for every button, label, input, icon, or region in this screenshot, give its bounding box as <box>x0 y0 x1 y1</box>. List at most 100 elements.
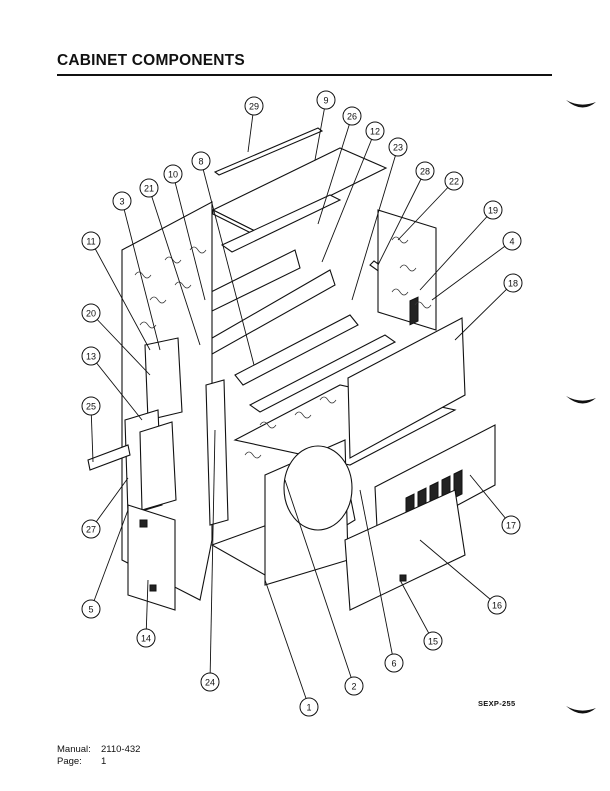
callout-29: 29 <box>244 96 264 116</box>
callout-15: 15 <box>423 631 443 651</box>
part-shelf <box>234 314 359 386</box>
insulation-marks <box>134 236 432 459</box>
binder-mark-middle <box>566 396 596 404</box>
callout-1: 1 <box>299 697 319 717</box>
callout-label-13: 13 <box>86 352 96 362</box>
binder-mark-bottom <box>566 706 596 714</box>
leader-11 <box>90 240 151 351</box>
leader-9 <box>314 99 327 161</box>
page-value: 1 <box>101 756 107 767</box>
callout-bubbles: 2992612810213232822194181120132527514241… <box>81 90 523 717</box>
part-front-lower-panel <box>344 489 466 611</box>
callout-21: 21 <box>139 178 159 198</box>
leader-24 <box>209 429 216 683</box>
title-rule <box>57 74 552 76</box>
binder-mark-top <box>566 100 596 108</box>
callout-label-28: 28 <box>420 167 430 177</box>
leader-16 <box>419 539 498 606</box>
leader-18 <box>454 282 514 341</box>
part-upper-bracket <box>220 194 342 253</box>
leader-20 <box>90 312 151 376</box>
callout-19: 19 <box>483 200 503 220</box>
leader-26 <box>317 115 353 225</box>
part-corner-post <box>205 379 229 526</box>
leader-27 <box>90 477 129 530</box>
grille-openings <box>409 296 419 326</box>
callout-9: 9 <box>316 90 336 110</box>
callout-27: 27 <box>81 519 101 539</box>
callout-12: 12 <box>365 121 385 141</box>
callout-25: 25 <box>81 396 101 416</box>
callout-4: 4 <box>502 231 522 251</box>
leader-4 <box>431 240 513 301</box>
callout-label-15: 15 <box>428 637 438 647</box>
part-lower-shelf <box>248 334 397 413</box>
page-title: CABINET COMPONENTS <box>57 52 245 69</box>
callout-label-6: 6 <box>391 659 396 669</box>
figure-code: SEXP-255 <box>478 699 516 708</box>
part-blower-ring <box>283 445 353 531</box>
callout-label-22: 22 <box>449 177 459 187</box>
callout-label-3: 3 <box>119 197 124 207</box>
callout-8: 8 <box>191 151 211 171</box>
leader-21 <box>148 187 201 346</box>
part-lower-door <box>127 504 176 611</box>
callout-label-23: 23 <box>393 143 403 153</box>
callout-18: 18 <box>503 273 523 293</box>
leader-12 <box>321 130 376 263</box>
leader-19 <box>419 209 494 291</box>
callout-16: 16 <box>487 595 507 615</box>
callout-label-9: 9 <box>323 96 328 106</box>
callout-5: 5 <box>81 599 101 619</box>
callout-28: 28 <box>415 161 435 181</box>
callout-label-19: 19 <box>488 206 498 216</box>
callout-label-26: 26 <box>347 112 357 122</box>
callout-label-21: 21 <box>144 184 154 194</box>
callout-label-20: 20 <box>86 309 96 319</box>
leader-3 <box>121 200 161 351</box>
callout-label-18: 18 <box>508 279 518 289</box>
leader-22 <box>397 180 455 241</box>
callout-label-5: 5 <box>88 605 93 615</box>
callout-label-27: 27 <box>86 525 96 535</box>
callout-label-2: 2 <box>351 682 356 692</box>
leader-6 <box>359 489 395 664</box>
callout-label-29: 29 <box>249 102 259 112</box>
door-latch-lower <box>149 584 157 592</box>
door-latch-upper <box>139 519 148 528</box>
callout-label-8: 8 <box>198 157 203 167</box>
callout-label-1: 1 <box>306 703 311 713</box>
callout-3: 3 <box>112 191 132 211</box>
callout-23: 23 <box>388 137 408 157</box>
callout-label-24: 24 <box>205 678 215 688</box>
part-control-box-inner <box>139 421 177 511</box>
callout-14: 14 <box>136 628 156 648</box>
cabinet-parts <box>87 127 496 611</box>
leader-10 <box>172 173 206 301</box>
leader-13 <box>90 355 143 421</box>
callout-label-4: 4 <box>509 237 514 247</box>
callout-label-14: 14 <box>141 634 151 644</box>
callout-label-25: 25 <box>86 402 96 412</box>
callout-11: 11 <box>81 231 101 251</box>
leader-2 <box>284 479 355 687</box>
part-bracket-25 <box>87 444 131 471</box>
callout-6: 6 <box>384 653 404 673</box>
leader-23 <box>351 146 399 301</box>
callout-2: 2 <box>344 676 364 696</box>
leader-8 <box>200 160 255 366</box>
manual-label: Manual: <box>57 744 91 755</box>
callout-26: 26 <box>342 106 362 126</box>
callout-10: 10 <box>163 164 183 184</box>
callout-label-17: 17 <box>506 521 516 531</box>
leader-17 <box>469 474 512 526</box>
footer: Manual: 2110-432 Page: 1 <box>57 744 140 768</box>
part-control-panel <box>144 337 183 421</box>
callout-22: 22 <box>444 171 464 191</box>
leader-15 <box>399 579 434 642</box>
leader-1 <box>264 579 310 708</box>
callout-label-16: 16 <box>492 601 502 611</box>
callout-20: 20 <box>81 303 101 323</box>
